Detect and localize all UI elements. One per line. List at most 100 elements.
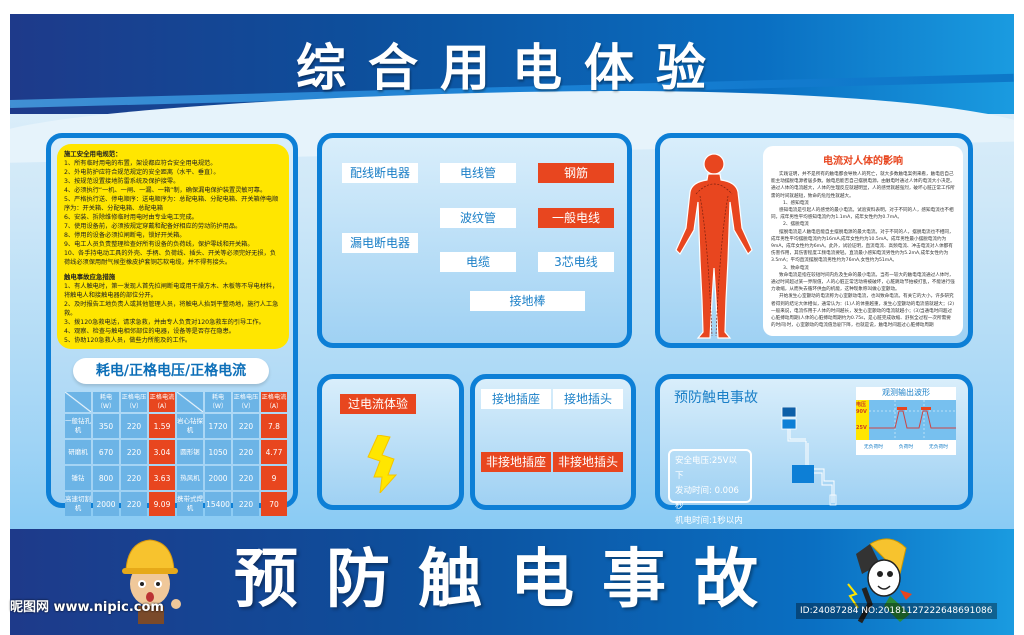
plugs-panel: 接地插座 接地插头 非接地插座 非接地插头 <box>470 374 636 510</box>
overcurrent-label: 过电流体验 <box>340 394 416 414</box>
rule-item: 5、严格执行送、停电顺序：送电顺序为：总配电箱、分配电箱、开关箱停电顺序为：开关… <box>64 196 279 212</box>
volt-cell: 220 <box>233 492 259 516</box>
rule-item: 6、安装、拆除维修临时用电时由专业电工完成。 <box>64 214 198 221</box>
waveform-x-label: 负荷时 <box>898 445 914 450</box>
watt-cell: 800 <box>93 466 119 490</box>
amp-cell: 3.63 <box>149 466 175 490</box>
emergency-item: 3、拨120急救电话，请求急救，并由专人负责对120急救车的引导工作。 <box>64 319 265 326</box>
power-table: 耗电（W） 正格电压（V） 正格电流（A） 耗电（W） 正格电压（V） 正格电流… <box>63 390 289 518</box>
waveform-title: 观测输出波形 <box>882 388 930 397</box>
effects-body: 实践证明，并不是所有的触电都会导致人的死亡，就大多数触电案例来看，触电后自己能主… <box>771 171 955 329</box>
tool-name: 圆形锯 <box>177 440 203 464</box>
header-cell: 正格电流（A） <box>149 392 175 412</box>
tag-ungrounded-plug: 非接地插头 <box>553 452 623 472</box>
volt-cell: 220 <box>121 440 147 464</box>
rules-heading: 施工安全用电规范： <box>64 150 122 158</box>
amp-cell: 70 <box>261 492 287 516</box>
waveform-x-label: 无负荷时 <box>863 445 884 450</box>
rule-item: 4、必须执行“一机、一闸、一漏、一箱”制，确保漏电保护装置灵敏可靠。 <box>64 187 267 194</box>
rule-item: 3、按规范设置接地防雷系统及保护接零。 <box>64 178 180 185</box>
tag-three-core-wire: 3芯电线 <box>538 252 614 272</box>
header-cell: 耗电（W） <box>205 392 231 412</box>
effects-subheading: 1、感知电流 <box>783 200 809 206</box>
amp-cell: 3.04 <box>149 440 175 464</box>
amp-cell: 4.77 <box>261 440 287 464</box>
footer-title: 预防触电事故 <box>234 543 786 617</box>
waveform-x-labels: 无负荷时 负荷时 无负荷时 <box>856 443 956 450</box>
diagonal-cell <box>177 392 203 412</box>
volt-cell: 220 <box>121 466 147 490</box>
table-header-row: 耗电（W） 正格电压（V） 正格电流（A） 耗电（W） 正格电压（V） 正格电流… <box>65 392 287 412</box>
tag-rebar: 钢筋 <box>538 163 614 183</box>
tag-breaker-leakage: 漏电断电器 <box>342 233 418 253</box>
tool-name: 锤钻 <box>65 466 91 490</box>
circuit-diagram-icon <box>781 407 837 506</box>
emergency-item: 4、观察、检查与触电相邻部位的电器，设备等是否存在隐患。 <box>64 328 235 335</box>
prevention-title: 预防触电事故 <box>674 390 758 406</box>
waveform-y-label: 电压 <box>856 402 867 408</box>
watt-cell: 350 <box>93 414 119 438</box>
diagonal-cell <box>65 392 91 412</box>
effects-title: 电流对人体的影响 <box>823 156 903 167</box>
materials-panel: 配线断电器 电线管 钢筋 波纹管 一般电线 漏电断电器 电缆 3芯电线 接地棒 <box>317 133 632 348</box>
power-table-title: 耗电/正格电压/正格电流 <box>73 358 269 384</box>
rule-item: 9、电工人员负责整理检查好所有设备的负荷线，保护零线和开关箱。 <box>64 241 254 248</box>
waveform-line <box>869 400 956 440</box>
volt-cell: 220 <box>233 466 259 490</box>
tag-cable: 电缆 <box>440 252 516 272</box>
emergency-item: 5、协助120急救人员，做些力所能及的工作。 <box>64 337 192 344</box>
table-row: 锤钻 800 220 3.63 热风机 2000 220 9 <box>65 466 287 490</box>
watt-cell: 15400 <box>205 492 231 516</box>
prevention-panel: 预防触电事故 安全电压:25V以下 发动时间: 0.006秒 机电时间:1秒以内… <box>655 374 973 526</box>
amp-cell: 9.09 <box>149 492 175 516</box>
safe-voltage: 安全电压:25V以下 <box>675 456 737 481</box>
safety-specs-box: 安全电压:25V以下 发动时间: 0.006秒 机电时间:1秒以内 <box>668 449 752 526</box>
tag-ground-rod: 接地棒 <box>470 291 585 311</box>
bottom-banner <box>10 529 1014 635</box>
rules-panel: 施工安全用电规范： 1、所有临时用电的布置，架设都应符合安全用电规范。 2、外电… <box>46 133 298 516</box>
rule-item: 8、停用的设备必须拉闸断电，锁好开关箱。 <box>64 232 186 239</box>
rule-item: 7、使用设备前，必须按规定穿戴和配备好相应的劳动防护用品。 <box>64 223 242 230</box>
page-title: 综合用电体验 <box>296 38 728 97</box>
waveform-chart: 观测输出波形 电压 90V 25V 无负荷时 负荷时 无负荷时 <box>856 387 956 455</box>
watt-cell: 1720 <box>205 414 231 438</box>
effects-panel: 电流对人体的影响 实践证明，并不是所有的触电都会导致人的死亡，就大多数触电案例来… <box>655 133 973 348</box>
table-row: 一般钻孔机 350 220 1.59 岩心钻探机 1720 220 7.8 <box>65 414 287 438</box>
overcurrent-panel: 过电流体验 <box>317 374 464 510</box>
tag-general-wire: 一般电线 <box>538 208 614 228</box>
watt-cell: 2000 <box>93 492 119 516</box>
amp-cell: 1.59 <box>149 414 175 438</box>
tag-breaker-wiring: 配线断电器 <box>342 163 418 183</box>
tag-conduit: 电线管 <box>440 163 516 183</box>
trigger-time: 发动时间: 0.006秒 <box>675 486 739 511</box>
rule-item: 10、各手持电动工具的外壳、手柄、负荷线、插头、开关等必须完好无损，负荷线必须保… <box>64 250 277 266</box>
tool-name: 一般钻孔机 <box>65 414 91 438</box>
watt-cell: 1050 <box>205 440 231 464</box>
worker-cartoon-icon <box>122 539 181 624</box>
human-body-icon <box>675 153 753 339</box>
tool-name: 岩心钻探机 <box>177 414 203 438</box>
watt-cell: 670 <box>93 440 119 464</box>
emergency-item: 1、有人触电时，第一发现人首先拉闸断电或用干燥方木、木板等不导电材料，将触电人和… <box>64 283 279 299</box>
volt-cell: 220 <box>233 414 259 438</box>
amp-cell: 9 <box>261 466 287 490</box>
effects-intro: 实践证明，并不是所有的触电都会导致人的死亡，就大多数触电案例来看，触电后自己能主… <box>771 172 955 199</box>
volt-cell: 220 <box>121 414 147 438</box>
amp-cell: 7.8 <box>261 414 287 438</box>
header-cell: 正格电压（V） <box>233 392 259 412</box>
effects-subheading: 2、摆脱电流 <box>783 222 809 228</box>
emergency-heading: 触电事故应急措施 <box>64 273 116 281</box>
watermark-left: 昵图网 www.nipic.com <box>10 600 164 615</box>
volt-cell: 220 <box>121 492 147 516</box>
waveform-plot: 电压 90V 25V <box>856 400 956 440</box>
waveform-x-label: 无负荷时 <box>928 445 949 450</box>
tool-name: 高速切割机 <box>65 492 91 516</box>
watt-cell: 2000 <box>205 466 231 490</box>
effects-text-box: 电流对人体的影响 实践证明，并不是所有的触电都会导致人的死亡，就大多数触电案例来… <box>763 146 963 336</box>
tool-name: 热风机 <box>177 466 203 490</box>
tag-grounded-socket: 接地插座 <box>481 389 551 409</box>
electrocuted-worker-icon <box>847 538 912 624</box>
cutoff-time: 机电时间:1秒以内 <box>675 516 743 526</box>
waveform-y-low: 25V <box>856 425 867 431</box>
effects-paragraph: 摆脱电流是人触电后能自主摆脱电源的最大电流。对于不同的人，摆脱电流也不相同，成年… <box>771 229 954 264</box>
